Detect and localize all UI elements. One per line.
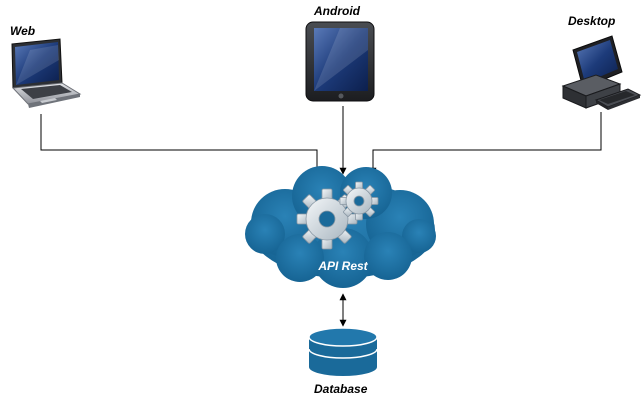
edge-desktop-to-api [369,112,602,175]
android-label: Android [314,4,360,18]
tablet-icon [305,21,375,102]
laptop-icon [11,38,82,108]
desktop-computer-icon [561,35,642,110]
edge-web-to-api [40,114,321,175]
small-gear-icon [339,181,379,221]
cloud-gears-icon [245,166,436,288]
desktop-label: Desktop [568,14,616,28]
database-cylinder-icon [308,327,378,376]
database-label: Database [314,382,368,396]
connectors [40,106,602,327]
web-label: Web [10,24,36,38]
api-rest-label: API Rest [318,259,368,273]
